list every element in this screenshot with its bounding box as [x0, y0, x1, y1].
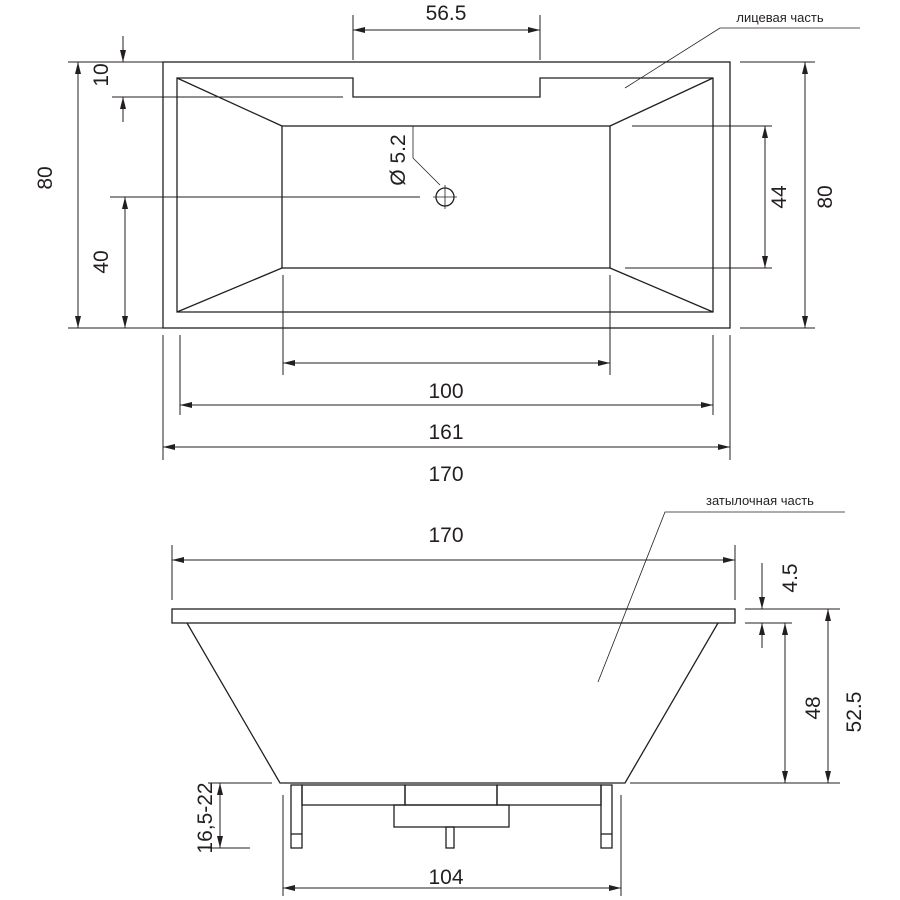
ext-lines — [208, 782, 272, 849]
dim-basin-width: 44 — [768, 185, 791, 209]
label-back: затылочная часть — [706, 493, 814, 508]
dim-legs-height: 16,5-22 — [194, 782, 217, 853]
drain-leader — [412, 126, 441, 186]
tub-inner-outline — [176, 77, 714, 313]
ext-lines — [352, 15, 541, 60]
ext-lines — [105, 61, 343, 98]
legs-frame — [290, 784, 613, 849]
back-leader — [597, 511, 845, 683]
side-view: затылочная часть 170 4.5 48 52.5 16,5 — [171, 493, 866, 896]
ext-lines — [68, 61, 163, 329]
ext-lines — [630, 608, 840, 784]
dim-rim-thickness: 4.5 — [779, 563, 802, 592]
dim-body-height: 48 — [802, 696, 825, 719]
dim-drain-diameter: Ø 5.2 — [387, 134, 410, 185]
dim-total-height: 52.5 — [843, 692, 866, 733]
dim-side-length: 170 — [428, 524, 463, 547]
tub-outer-outline — [162, 61, 731, 329]
face-leader — [624, 27, 860, 89]
drain-hole — [433, 185, 457, 209]
basin-slope-edges — [176, 77, 714, 313]
ext-lines — [171, 545, 736, 600]
tub-rim — [171, 608, 736, 624]
dim-width-right: 80 — [814, 185, 837, 208]
dim-total-length: 170 — [428, 463, 463, 486]
dim-width-left: 80 — [34, 166, 57, 189]
label-face: лицевая часть — [736, 10, 823, 25]
dim-notch-width: 56.5 — [426, 2, 467, 25]
ext-lines — [162, 275, 731, 460]
ext-lines — [625, 125, 772, 269]
dim-drain-offset: 40 — [90, 250, 113, 273]
dim-inner-length: 161 — [428, 421, 463, 444]
dim-legs-span: 104 — [428, 866, 463, 889]
ext-lines — [282, 795, 622, 896]
tub-body — [186, 622, 719, 784]
top-view: Ø 5.2 лицевая часть 56.5 10 80 40 44 80 — [34, 2, 860, 486]
dim-basin-length: 100 — [428, 380, 463, 403]
dim-rim: 10 — [90, 63, 113, 86]
